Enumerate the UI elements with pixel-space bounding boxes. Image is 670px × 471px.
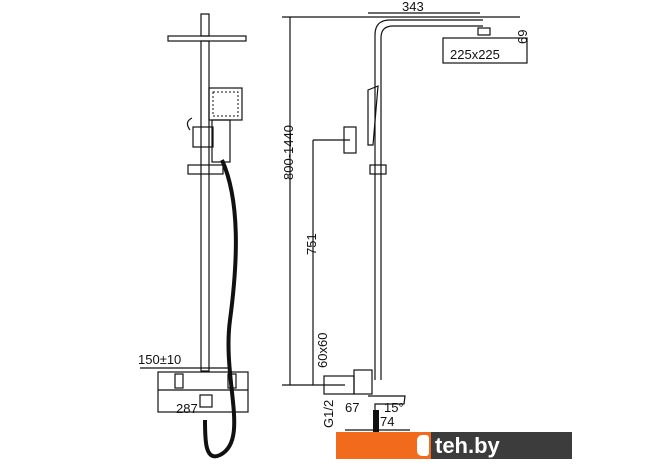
- mixer-side: [353, 369, 373, 395]
- top-connector: [200, 13, 210, 37]
- dim-angle: 15°: [384, 400, 404, 415]
- hand-shower-head: [208, 87, 243, 121]
- holder: [192, 126, 214, 148]
- dim-height-range: 800-1440: [281, 125, 296, 180]
- rain-head-side: [442, 37, 528, 64]
- logo-one-glyph: [417, 435, 429, 456]
- hand-shower-side: [367, 85, 379, 146]
- dim-head-size: 225x225: [450, 47, 500, 62]
- pole-front: [200, 40, 210, 372]
- dim-bracket: 60x60: [315, 333, 330, 368]
- spout: [368, 395, 406, 410]
- dim-head-height: 69: [515, 30, 530, 44]
- front-view: 150±10 287: [138, 13, 249, 459]
- logo-text: teh.by: [431, 432, 572, 459]
- dim-mixer-height: 751: [304, 233, 319, 255]
- hand-shower-handle: [211, 119, 231, 163]
- pole-side: [374, 19, 483, 380]
- dim-thread: G1/2: [321, 400, 336, 428]
- rain-head-front: [167, 35, 247, 42]
- dim-spout-a: 67: [345, 400, 359, 415]
- slide-bracket: [187, 164, 224, 175]
- dim-mixer-width: 287: [176, 401, 198, 416]
- logo-brand-block: [336, 432, 431, 459]
- dim-center-distance: 150±10: [138, 352, 181, 367]
- dim-top-arm: 343: [402, 0, 424, 14]
- side-view: 343 225x225 69 800-1440 751 60x60 G1/2 6…: [281, 0, 530, 432]
- dim-spout-b: 74: [380, 414, 394, 429]
- watermark-logo: teh.by: [336, 432, 572, 459]
- thermostatic-mixer: [157, 371, 249, 413]
- holder-side: [343, 126, 357, 154]
